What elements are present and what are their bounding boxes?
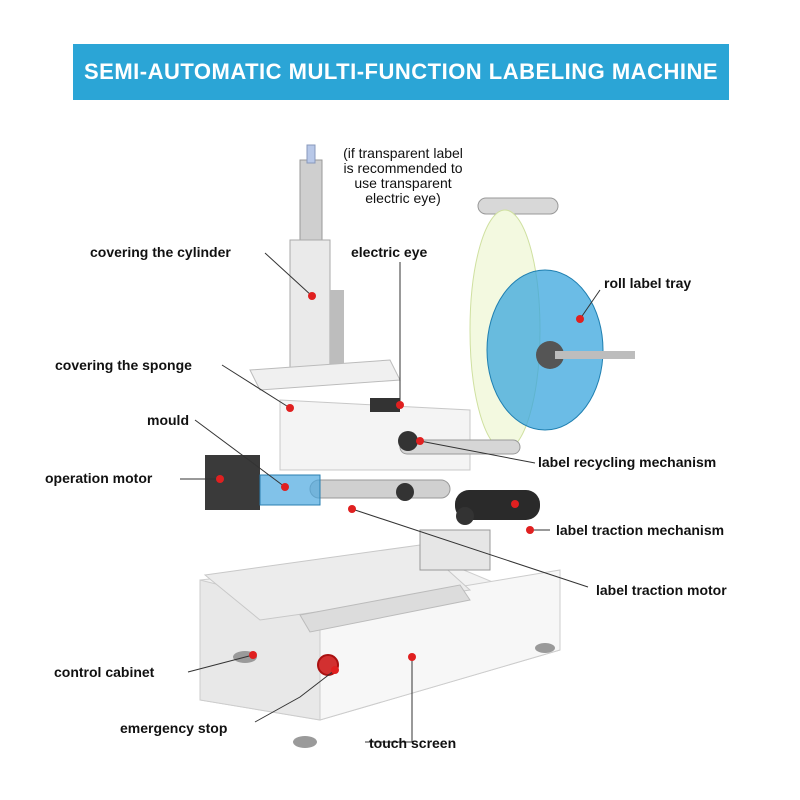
label-covering-the-sponge: covering the sponge	[55, 357, 192, 373]
callout-markers	[216, 292, 584, 674]
label-covering-the-cylinder: covering the cylinder	[90, 244, 231, 260]
label-label-recycling-mechanism: label recycling mechanism	[538, 454, 717, 470]
label-label-traction-motor: label traction motor	[596, 582, 727, 598]
operation-motor-body	[205, 455, 321, 510]
roll-label-tray	[469, 197, 635, 451]
main-plate	[279, 398, 471, 471]
rollers	[309, 431, 540, 525]
cylinder-column	[249, 144, 401, 391]
label-roll-label-tray: roll label tray	[604, 275, 692, 291]
title-banner: SEMI-AUTOMATIC MULTI-FUNCTION LABELING M…	[73, 44, 729, 100]
label-control-cabinet: control cabinet	[54, 664, 155, 680]
label-touch-screen: touch screen	[369, 735, 457, 751]
label-traction-motor-body	[419, 529, 491, 571]
label-operation-motor: operation motor	[45, 470, 153, 486]
label-electric-eye: electric eye	[351, 244, 428, 260]
label-mould: mould	[147, 412, 189, 428]
transparent-label-note: (if transparent label is recommended to …	[343, 145, 463, 206]
slide-rails	[203, 544, 472, 633]
label-emergency-stop: emergency stop	[120, 720, 228, 736]
leader-lines	[180, 252, 601, 743]
label-label-traction-mechanism: label traction mechanism	[556, 522, 725, 538]
